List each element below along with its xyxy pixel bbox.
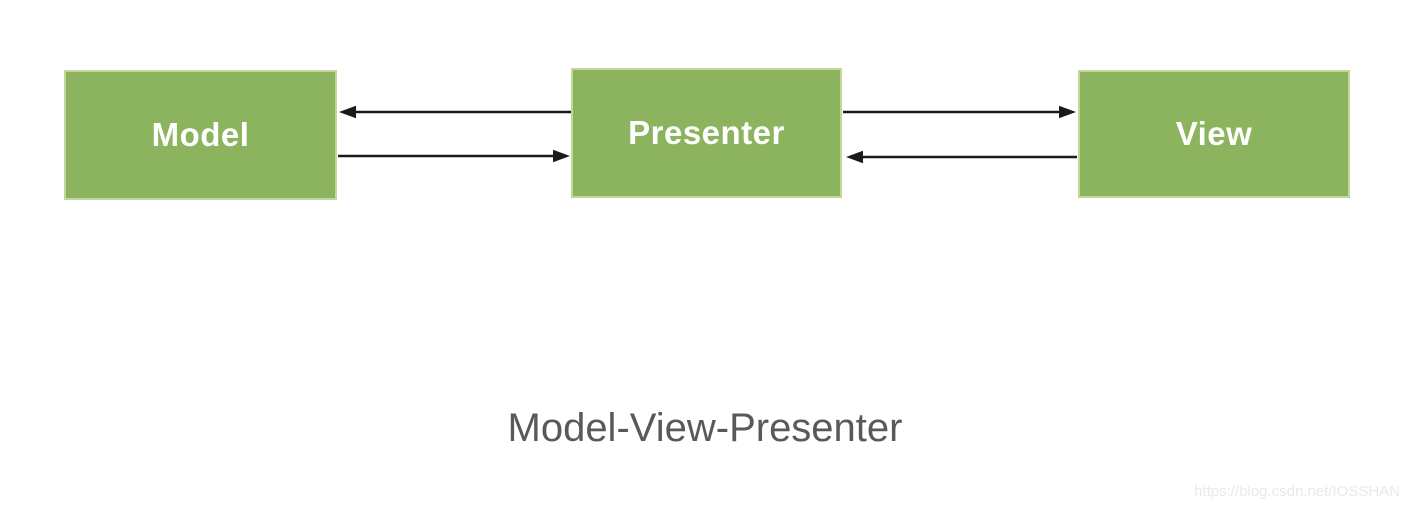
- presenter-box-label: Presenter: [628, 114, 785, 151]
- model-box: Model: [64, 70, 337, 200]
- arrow-presenter-to-view: [843, 105, 1076, 119]
- arrow-model-to-presenter: [338, 149, 570, 163]
- model-box-label: Model: [151, 116, 250, 153]
- diagram-caption: Model-View-Presenter: [507, 406, 903, 450]
- view-box: View: [1078, 70, 1350, 198]
- arrow-presenter-to-model: [339, 105, 571, 119]
- presenter-box: Presenter: [571, 68, 842, 198]
- watermark-text: https://blog.csdn.net/IOSSHAN: [1194, 483, 1400, 500]
- arrow-view-to-presenter: [846, 150, 1077, 164]
- view-box-label: View: [1175, 115, 1253, 152]
